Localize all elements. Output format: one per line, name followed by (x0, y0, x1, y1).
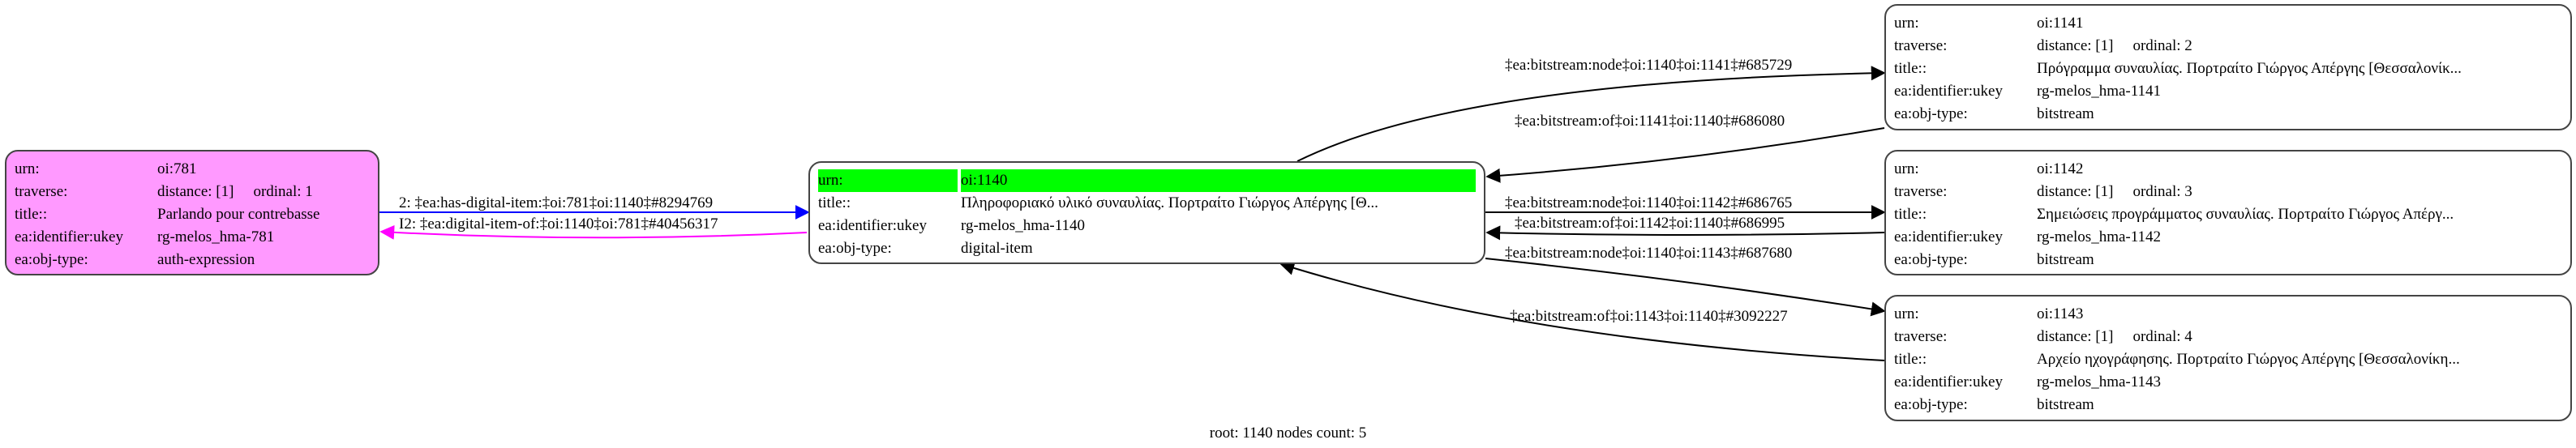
edge-label-of-1142: ‡ea:bitstream:of‡oi:1142‡oi:1140‡#686995 (1515, 215, 1785, 232)
urn-label: urn: (1894, 160, 1919, 177)
urn-label: urn: (1894, 305, 1919, 322)
distance-value: distance: [1] (157, 183, 234, 200)
ukey-label: ea:identifier:ukey (1894, 373, 2003, 390)
obj-type-value: auth-expression (157, 251, 255, 268)
node-oi-1143[interactable]: urn: oi:1143 traverse: distance: [1] ordina… (1884, 295, 2572, 421)
edge-label-node-1142: ‡ea:bitstream:node‡oi:1140‡oi:1142‡#6867… (1505, 194, 1792, 211)
obj-type-label: ea:obj-type: (15, 251, 88, 268)
node-oi-1140-root[interactable]: urn:oi:1140 title::Πληροφοριακό υλικό συ… (808, 161, 1485, 264)
traverse-label: traverse: (1894, 37, 1948, 54)
ukey-value: rg-melos_hma-1142 (2037, 228, 2162, 245)
ukey-value: rg-melos_hma-1143 (2037, 373, 2162, 390)
title-label: title:: (1894, 351, 1927, 368)
ordinal-value: ordinal: 3 (2132, 183, 2192, 200)
edge-bitstream-node-1141[interactable] (1297, 66, 1886, 162)
title-value: Πληροφοριακό υλικό συναυλίας. Πορτραίτο … (961, 194, 1378, 211)
urn-value: oi:1140 (961, 169, 1476, 192)
title-value: Αρχείο ηχογράφησης. Πορτραίτο Γιώργος Απ… (2037, 351, 2460, 368)
urn-value: oi:781 (157, 160, 197, 177)
ukey-value: rg-melos_hma-1141 (2037, 83, 2162, 100)
urn-label: urn: (1894, 15, 1919, 32)
traverse-label: traverse: (15, 183, 68, 200)
node-oi-1141[interactable]: urn: oi:1141 traverse: distance: [1] ordina… (1884, 4, 2572, 130)
distance-value: distance: [1] (2037, 37, 2114, 54)
edge-label-node-1141: ‡ea:bitstream:node‡oi:1140‡oi:1141‡#6857… (1505, 57, 1792, 74)
ukey-value: rg-melos_hma-781 (157, 228, 275, 245)
title-label: title:: (1894, 60, 1927, 77)
graph-footer: root: 1140 nodes count: 5 (1209, 425, 1367, 442)
ukey-label: ea:identifier:ukey (1894, 83, 2003, 100)
title-value: Σημειώσεις προγράμματος συναυλίας. Πορτρ… (2037, 206, 2454, 223)
traverse-label: traverse: (1894, 183, 1948, 200)
urn-value: oi:1143 (2037, 305, 2084, 322)
ordinal-value: ordinal: 2 (2132, 37, 2192, 54)
edge-bitstream-of-1141[interactable] (1485, 127, 1885, 183)
edge-label-has-digital-item: 2: ‡ea:has-digital-item:‡oi:781‡oi:1140‡… (399, 194, 713, 211)
obj-type-label: ea:obj-type: (818, 240, 892, 257)
ukey-label: ea:identifier:ukey (15, 228, 123, 245)
ukey-label: ea:identifier:ukey (818, 217, 927, 234)
urn-value: oi:1142 (2037, 160, 2084, 177)
ordinal-value: ordinal: 4 (2132, 328, 2192, 345)
edge-label-node-1143: ‡ea:bitstream:node‡oi:1140‡oi:1143‡#6876… (1505, 245, 1792, 262)
edge-bitstream-node-1143[interactable] (1485, 258, 1886, 317)
title-label: title:: (15, 206, 48, 223)
urn-value: oi:1141 (2037, 15, 2084, 32)
edge-label-digital-item-of: I2: ‡ea:digital-item-of:‡oi:1140‡oi:781‡… (399, 215, 718, 233)
obj-type-label: ea:obj-type: (1894, 251, 1968, 268)
edge-bitstream-of-1142[interactable] (1485, 225, 1885, 241)
title-value: Πρόγραμμα συναυλίας. Πορτραίτο Γιώργος Α… (2037, 60, 2462, 77)
node-oi-781[interactable]: urn: oi:781 traverse: distance: [1] ordinal… (5, 150, 379, 275)
obj-type-value: bitstream (2037, 396, 2094, 413)
ukey-label: ea:identifier:ukey (1894, 228, 2003, 245)
obj-type-label: ea:obj-type: (1894, 396, 1968, 413)
distance-value: distance: [1] (2037, 183, 2114, 200)
distance-value: distance: [1] (2037, 328, 2114, 345)
ukey-value: rg-melos_hma-1140 (961, 217, 1086, 234)
obj-type-value: digital-item (961, 240, 1033, 257)
obj-type-value: bitstream (2037, 105, 2094, 122)
traverse-label: traverse: (1894, 328, 1948, 345)
obj-type-value: bitstream (2037, 251, 2094, 268)
edge-label-of-1141: ‡ea:bitstream:of‡oi:1141‡oi:1140‡#686080 (1515, 113, 1785, 130)
edge-label-of-1143: ‡ea:bitstream:of‡oi:1143‡oi:1140‡#309222… (1510, 308, 1788, 325)
node-oi-1142[interactable]: urn: oi:1142 traverse: distance: [1] ordina… (1884, 150, 2572, 275)
edge-bitstream-of-1143[interactable] (1279, 261, 1885, 361)
urn-label: urn: (818, 169, 958, 192)
obj-type-label: ea:obj-type: (1894, 105, 1968, 122)
title-label: title:: (818, 194, 851, 211)
title-value: Parlando pour contrebasse (157, 206, 320, 223)
edge-digital-item-of[interactable] (379, 224, 808, 240)
urn-label: urn: (15, 160, 40, 177)
title-label: title:: (1894, 206, 1927, 223)
ordinal-value: ordinal: 1 (253, 183, 313, 200)
